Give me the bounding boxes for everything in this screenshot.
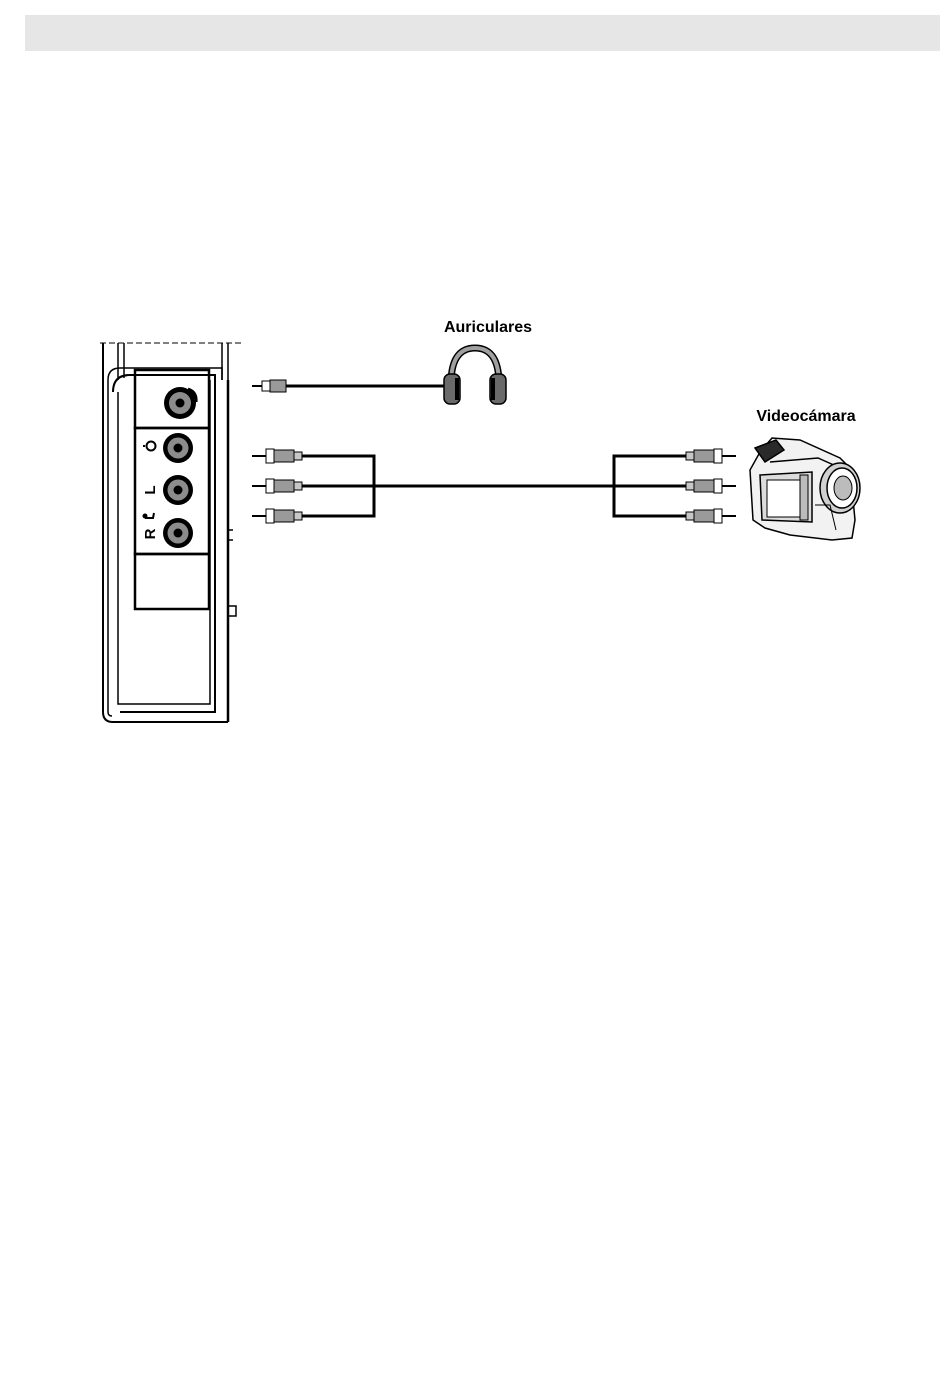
audio-left-jack <box>163 475 193 505</box>
headphone-jack <box>164 387 196 419</box>
camcorder-label: Videocámara <box>756 408 855 425</box>
panel-label-r: R <box>142 528 159 539</box>
headphones-icon <box>444 348 506 404</box>
rca-plug-icon <box>686 449 736 463</box>
audio-note-icon <box>144 513 155 518</box>
rca-plug-icon <box>686 509 736 523</box>
rca-plug-icon <box>252 449 302 463</box>
camcorder-icon <box>750 438 860 540</box>
audio-right-jack <box>163 518 193 548</box>
av-cable-wires <box>302 456 686 516</box>
av-cable-left-plugs <box>252 449 302 523</box>
av-cable-right-plugs <box>686 449 736 523</box>
rca-plug-icon <box>686 479 736 493</box>
rca-plug-icon <box>252 479 302 493</box>
rca-plug-icon <box>252 509 302 523</box>
headphone-cable <box>252 380 444 392</box>
video-symbol-icon <box>143 442 156 451</box>
panel-label-l: L <box>142 485 159 494</box>
headphones-label: Auriculares <box>444 319 532 336</box>
mini-jack-plug-icon <box>252 380 286 392</box>
video-jack <box>163 433 193 463</box>
